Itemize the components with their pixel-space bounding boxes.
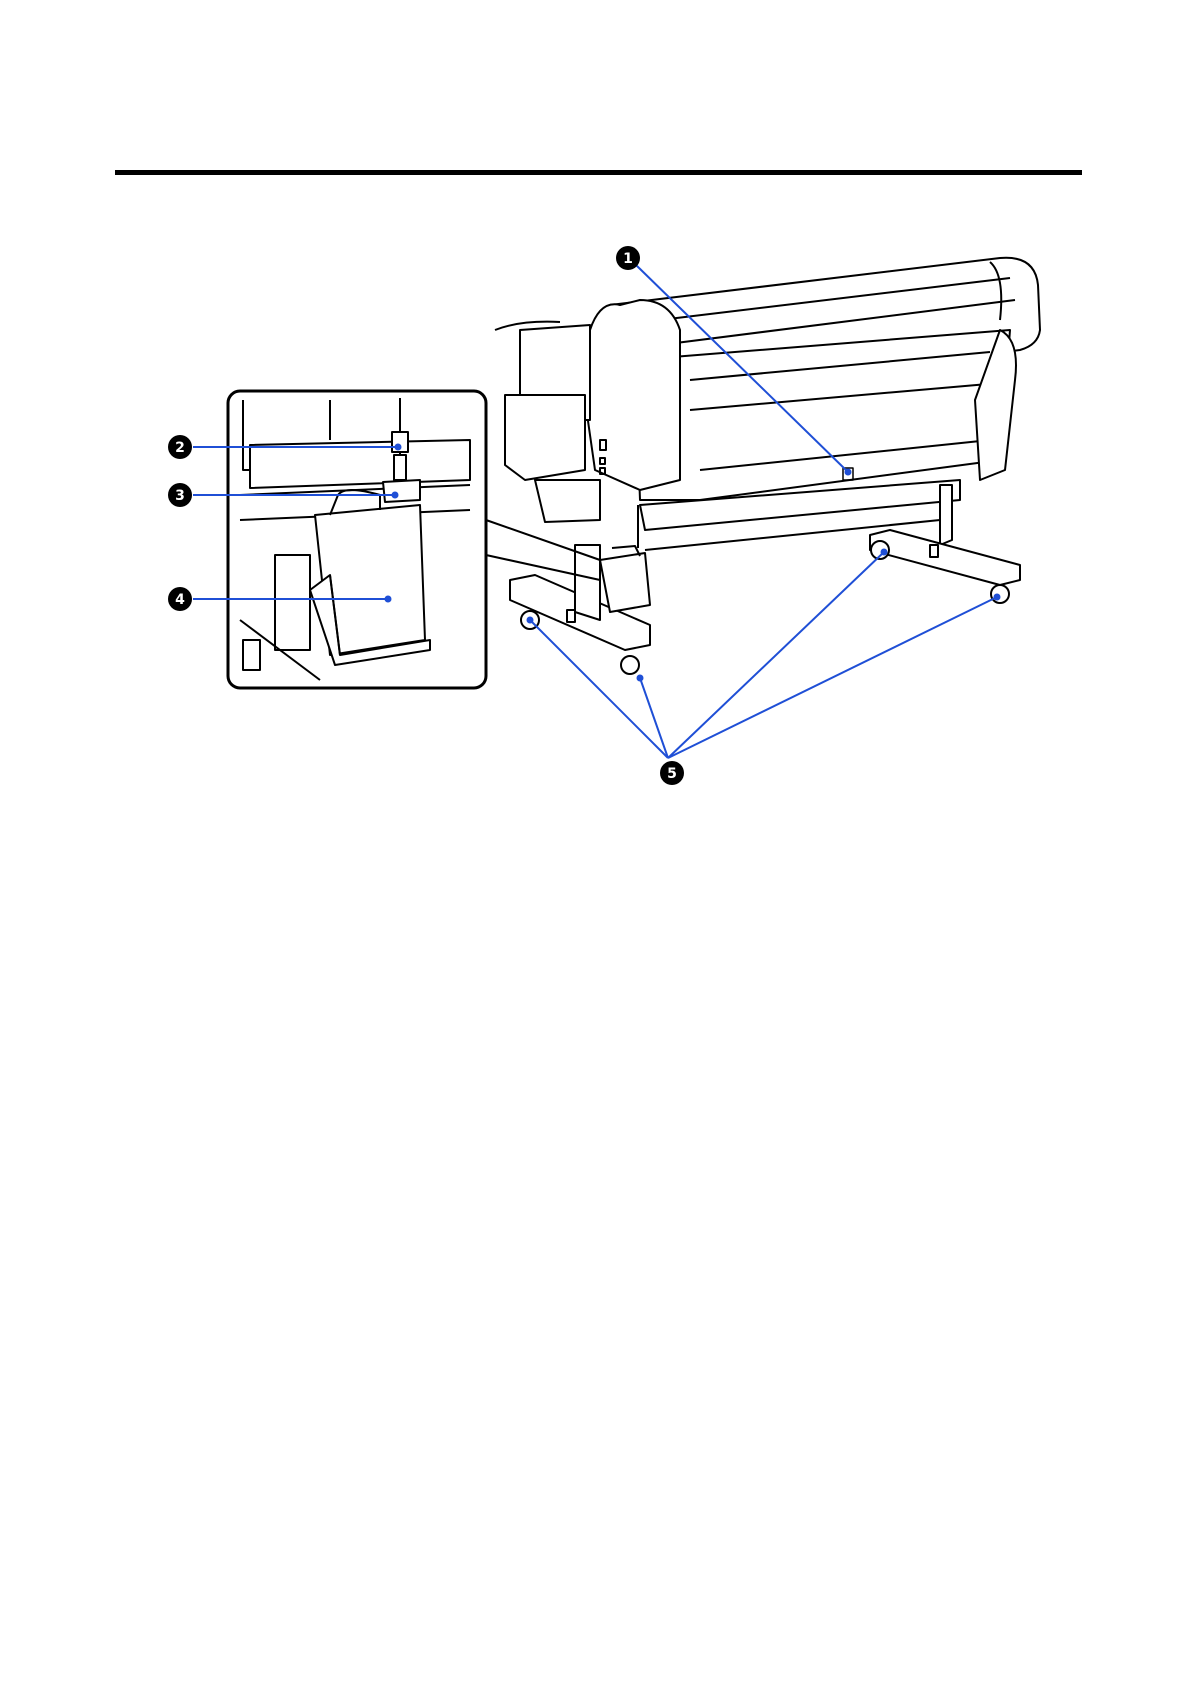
svg-text:5: 5: [667, 766, 677, 782]
svg-text:2: 2: [175, 440, 185, 456]
callout-3: 3: [168, 483, 192, 507]
svg-text:1: 1: [623, 251, 633, 267]
svg-text:3: 3: [175, 488, 185, 504]
callout-2: 2: [168, 435, 192, 459]
printer-body: [495, 258, 1040, 550]
callout-5: 5: [660, 761, 684, 785]
printer-stand: [510, 530, 1020, 674]
callout-1: 1: [616, 246, 640, 270]
callout-4: 4: [168, 587, 192, 611]
svg-text:4: 4: [175, 592, 185, 608]
